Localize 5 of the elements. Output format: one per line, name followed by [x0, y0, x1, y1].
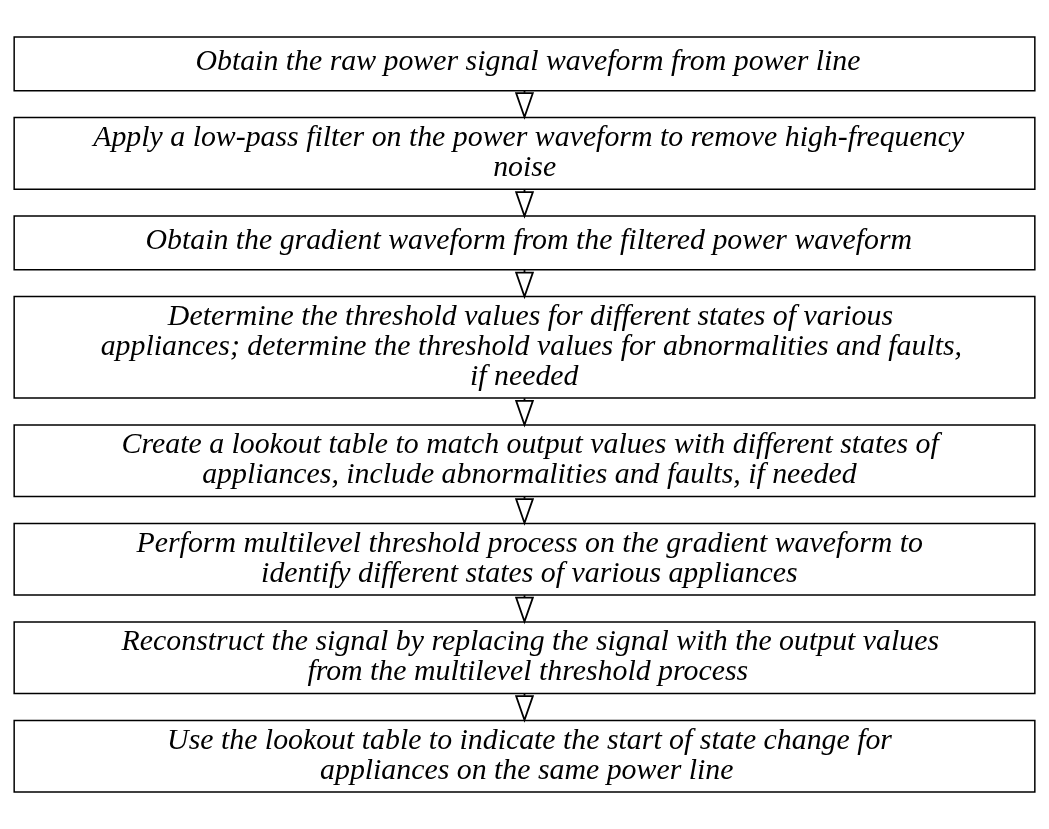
node-box: Use the lookout table to indicate the start of state change for appliances on the same power line [13, 719, 1036, 793]
node-box: Apply a low-pass filter on the power waveform to remove high-frequency noise [13, 116, 1036, 190]
node-box: Obtain the gradient waveform from the filtered power waveform [13, 215, 1036, 271]
node-box: Determine the threshold values for different states of various appliances; determine the threshold values for abnormalities and faults, if needed [13, 295, 1036, 399]
node-box: Perform multilevel threshold process on the gradient waveform to identify different states of various appliances [13, 522, 1036, 596]
